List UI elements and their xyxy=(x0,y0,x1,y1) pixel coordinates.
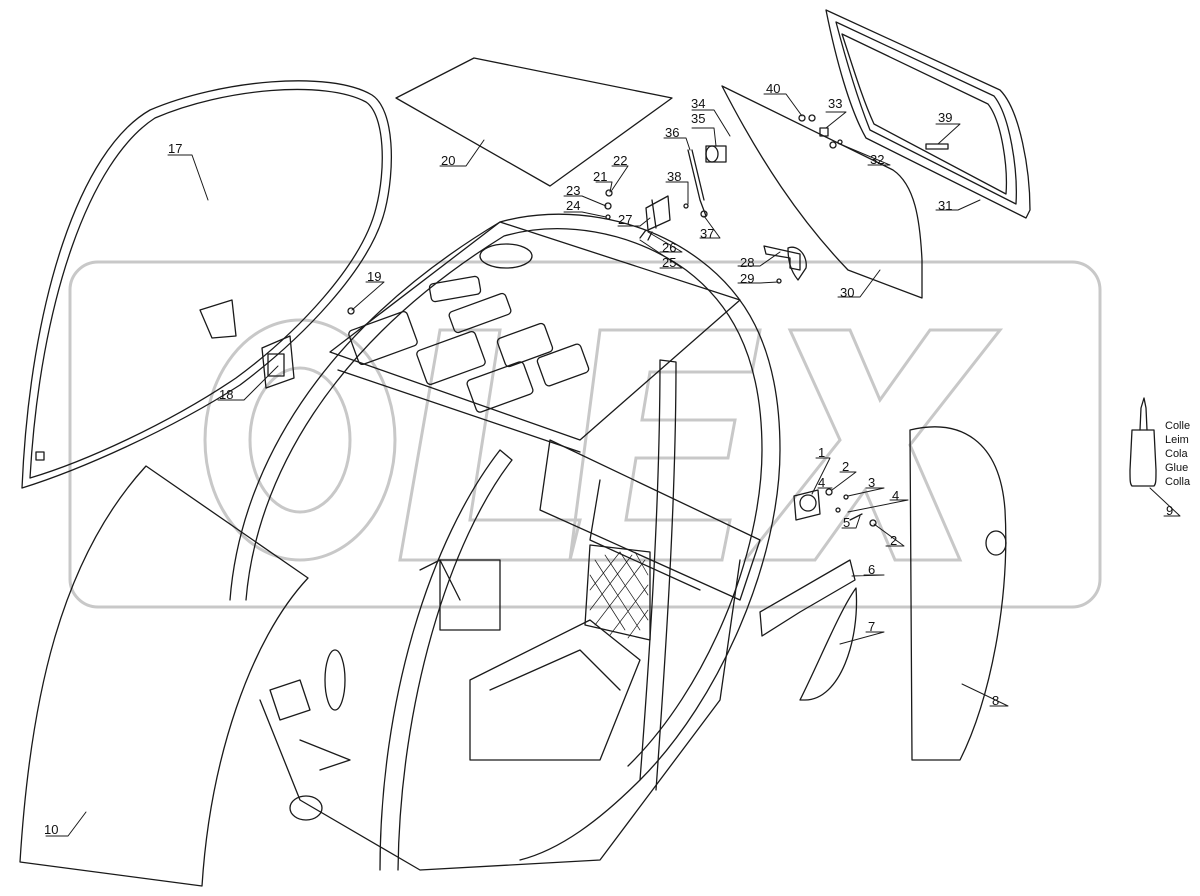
side-glass-8 xyxy=(909,426,1007,761)
handle-28 xyxy=(763,245,801,271)
part-18 xyxy=(261,335,295,389)
callout-28: 28 xyxy=(740,255,755,270)
callout-6: 6 xyxy=(868,562,876,577)
trim-6 xyxy=(759,559,856,637)
glue-label-list: Colle Leim Cola Glue Colla xyxy=(1165,419,1190,489)
glue-label-fr: Colle xyxy=(1165,420,1191,432)
callout-24: 24 xyxy=(566,198,581,213)
callout-10: 10 xyxy=(44,822,59,837)
gas-strut-36 xyxy=(687,149,707,217)
glue-label-es: Cola xyxy=(1165,448,1188,460)
callout-19: 19 xyxy=(367,269,382,284)
callout-2: 2 xyxy=(842,459,850,474)
callout-38: 38 xyxy=(667,169,682,184)
glue-label-de: Leim xyxy=(1165,434,1189,446)
callout-20: 20 xyxy=(441,153,456,168)
callout-32: 32 xyxy=(870,152,885,167)
callout-40: 40 xyxy=(766,81,781,96)
rear-window-17 xyxy=(21,80,393,489)
callout-1: 1 xyxy=(818,445,826,460)
callout-4: 4 xyxy=(892,488,900,503)
callout-39: 39 xyxy=(938,110,953,125)
callout-4: 4 xyxy=(818,475,826,490)
callout-2: 2 xyxy=(890,533,898,548)
callout-37: 37 xyxy=(700,226,715,241)
door-window-31 xyxy=(825,9,1031,219)
glue-label-en: Glue xyxy=(1165,462,1189,474)
callout-17: 17 xyxy=(168,141,183,156)
callout-22: 22 xyxy=(613,153,628,168)
glue-bottle-9 xyxy=(1129,429,1157,487)
trim-7 xyxy=(799,587,858,701)
callout-5: 5 xyxy=(843,515,851,530)
callout-33: 33 xyxy=(828,96,843,111)
callout-27: 27 xyxy=(618,212,633,227)
roof-panel-20 xyxy=(395,57,673,187)
callout-7: 7 xyxy=(868,619,876,634)
callout-30: 30 xyxy=(840,285,855,300)
callout-9: 9 xyxy=(1166,503,1174,518)
windshield-10 xyxy=(19,465,309,887)
callout-18: 18 xyxy=(219,387,234,402)
callout-21: 21 xyxy=(593,169,608,184)
callout-35: 35 xyxy=(691,111,706,126)
callout-3: 3 xyxy=(868,475,876,490)
door-panel-30 xyxy=(721,85,923,299)
callout-26: 26 xyxy=(662,240,677,255)
callout-25: 25 xyxy=(662,255,677,270)
knob-1 xyxy=(793,489,821,521)
callout-34: 34 xyxy=(691,96,706,111)
cab-frame xyxy=(229,213,781,861)
callout-29: 29 xyxy=(740,271,755,286)
hinge-27 xyxy=(645,195,671,231)
callout-8: 8 xyxy=(992,693,1000,708)
callout-23: 23 xyxy=(566,183,581,198)
callout-36: 36 xyxy=(665,125,680,140)
glue-label-it: Colla xyxy=(1165,476,1191,488)
callout-31: 31 xyxy=(938,198,953,213)
